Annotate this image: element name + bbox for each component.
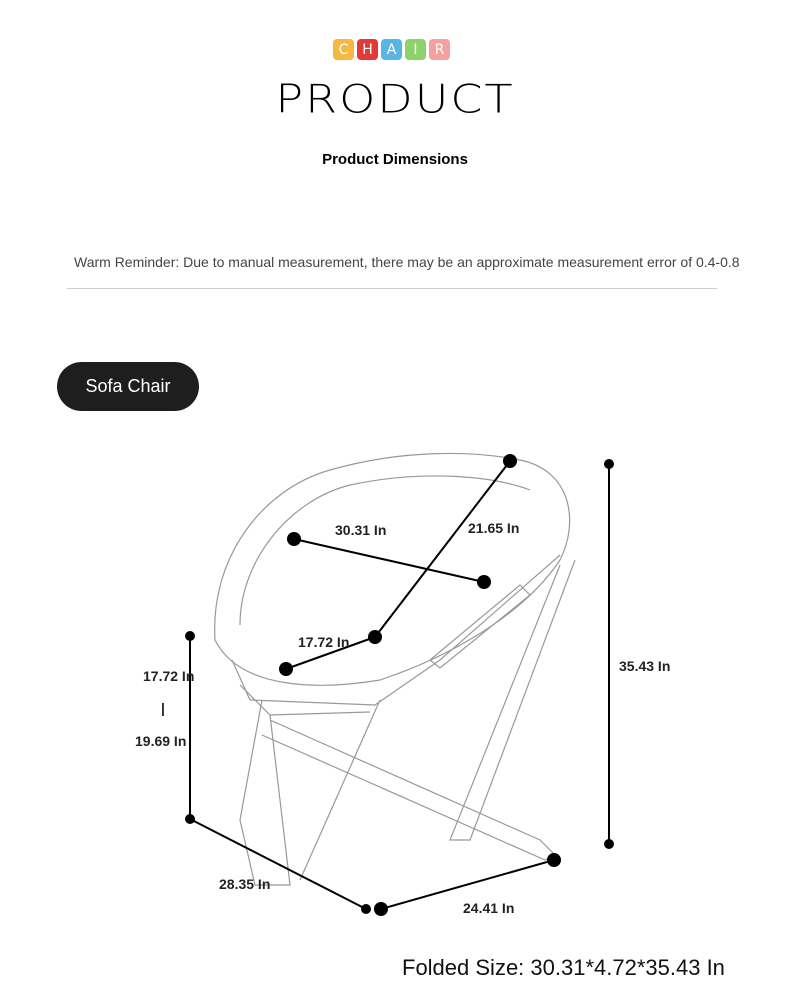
base-depth-label: 28.35 In (219, 876, 271, 892)
chair-logo: C H A I R (333, 39, 450, 60)
folded-size: Folded Size: 30.31*4.72*35.43 In (402, 955, 725, 980)
depth-label: 21.65 In (468, 520, 520, 536)
chair-illustration (214, 452, 576, 886)
height-label: 35.43 In (619, 658, 671, 674)
section-subtitle: Product Dimensions (322, 151, 468, 168)
base-width-label: 24.41 In (463, 900, 515, 916)
seat-height-label-b: 19.69 In (135, 733, 187, 749)
width-label: 30.31 In (335, 522, 387, 538)
seat-depth-label: 17.72 In (298, 634, 350, 650)
page-title: PRODUCT (275, 76, 515, 122)
seat-height-label-a: 17.72 In (143, 668, 195, 684)
reminder-text: Warm Reminder: Due to manual measurement… (74, 254, 740, 270)
divider (67, 288, 717, 289)
logo-letter: H (357, 39, 378, 60)
dimension-endpoints (185, 454, 614, 916)
logo-letter: C (333, 39, 354, 60)
logo-letter: I (405, 39, 426, 60)
logo-letter: R (429, 39, 450, 60)
seat-height-separator: | (161, 700, 165, 716)
logo-letter: A (381, 39, 402, 60)
product-badge: Sofa Chair (57, 362, 199, 411)
dimension-lines (189, 460, 610, 910)
